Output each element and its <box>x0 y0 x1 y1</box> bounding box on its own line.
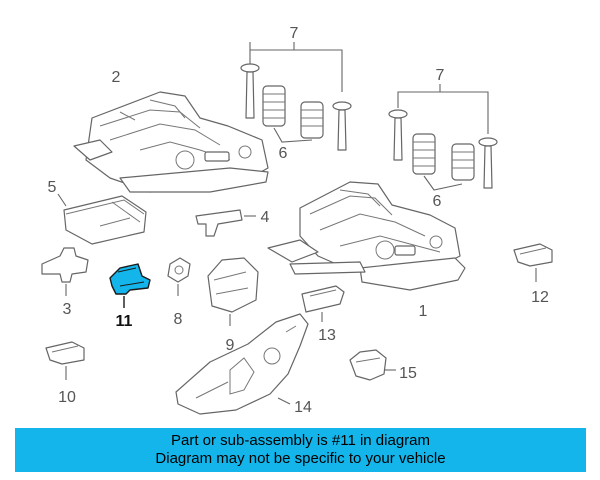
banner-line-disclaimer: Diagram may not be specific to your vehi… <box>155 450 446 467</box>
part-1-seat-track <box>267 181 466 291</box>
callout-10: 10 <box>58 389 76 406</box>
part-7-bolts-right <box>388 84 498 189</box>
callout-5: 5 <box>48 179 57 196</box>
part-2-seat-frame <box>73 91 269 193</box>
part-3-bracket <box>41 247 89 296</box>
part-13-switch <box>301 285 345 322</box>
part-8-knob <box>167 257 191 296</box>
callout-15: 15 <box>399 365 417 382</box>
callout-8: 8 <box>174 311 183 328</box>
callout-2: 2 <box>112 69 121 86</box>
part-7-bolts-left <box>240 42 352 151</box>
callout-7-right: 7 <box>436 67 445 84</box>
callout-11: 11 <box>116 313 133 330</box>
callout-9: 9 <box>226 337 235 354</box>
callout-3: 3 <box>63 301 72 318</box>
callout-7-left: 7 <box>290 25 299 42</box>
part-11-shape <box>109 263 151 295</box>
part-6-springs-right <box>412 133 475 191</box>
part-11-highlighted-bracket <box>109 263 151 308</box>
part-9-cover <box>207 257 259 326</box>
callout-4: 4 <box>261 209 270 226</box>
part-6-springs-left <box>262 85 324 143</box>
part-14-side-shield <box>175 313 309 415</box>
callout-13: 13 <box>318 327 336 344</box>
part-5-control-module <box>57 193 147 245</box>
part-4-bracket <box>195 209 256 237</box>
part-12-clip <box>513 243 553 282</box>
part-10-clip <box>45 341 85 380</box>
info-banner: Part or sub-assembly is #11 in diagram D… <box>15 428 586 472</box>
callout-14: 14 <box>294 399 312 416</box>
parts-diagram: 7 2 6 7 6 5 4 3 11 8 9 1 13 12 10 15 14 <box>41 25 553 416</box>
banner-line-part-number: Part or sub-assembly is #11 in diagram <box>171 432 430 449</box>
part-15-cap <box>349 349 396 381</box>
callout-6-right: 6 <box>433 193 442 210</box>
callout-1: 1 <box>419 303 428 320</box>
callout-6-left: 6 <box>279 145 288 162</box>
callout-12: 12 <box>531 289 549 306</box>
